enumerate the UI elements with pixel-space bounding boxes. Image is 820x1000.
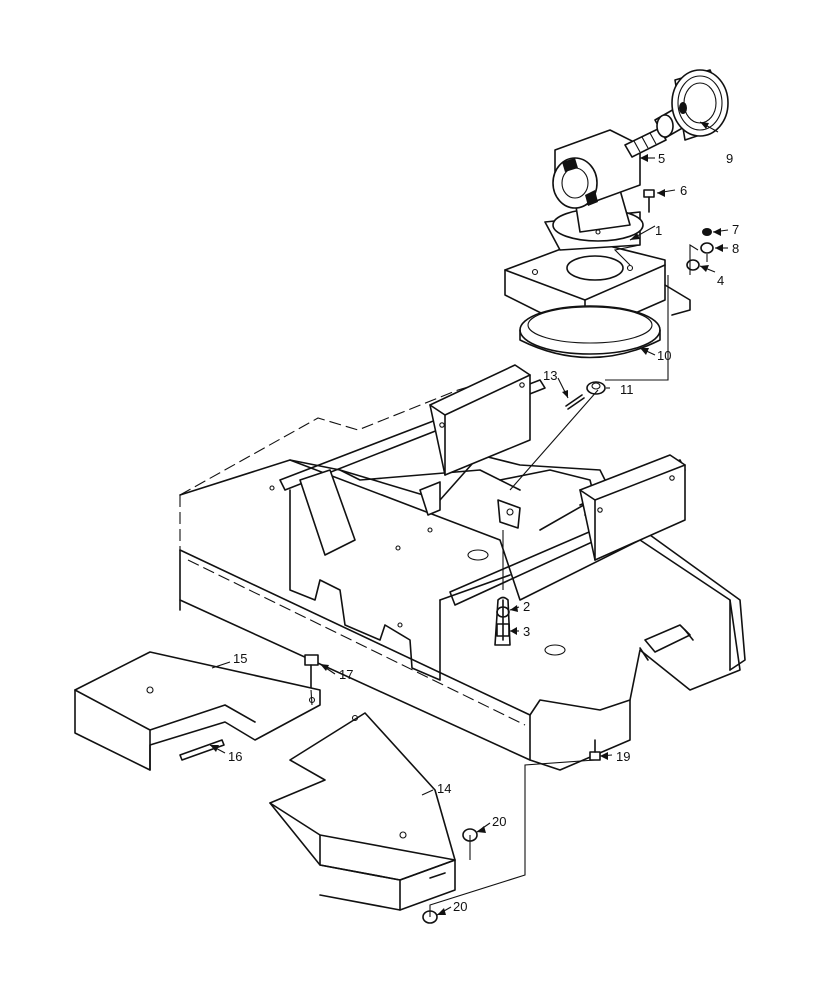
callout-13: 13 [543,368,557,383]
callout-14: 14 [437,781,451,796]
callout-9: 9 [726,151,733,166]
callout-labels: 1 2 3 4 5 6 7 8 9 10 11 13 14 15 16 17 1… [228,151,739,914]
callout-20-lower: 20 [453,899,467,914]
callout-6: 6 [680,183,687,198]
guard-14 [269,712,456,911]
gearbox [544,127,667,251]
mower-pulley [519,305,661,359]
mower-deck [179,364,746,771]
callout-5: 5 [658,151,665,166]
callout-2: 2 [523,599,530,614]
callout-15: 15 [233,651,247,666]
callout-11: 11 [620,382,634,397]
callout-arrows [209,121,729,916]
leader-lines [310,244,699,917]
guard-15 [74,651,321,771]
callout-20-upper: 20 [492,814,506,829]
callout-19: 19 [616,749,630,764]
callout-1: 1 [655,223,662,238]
callout-8: 8 [732,241,739,256]
drive-shaft-pulley [654,69,729,141]
callout-7: 7 [732,222,739,237]
callout-17: 17 [339,667,353,682]
callout-4: 4 [717,273,724,288]
callout-16: 16 [228,749,242,764]
callout-10: 10 [657,348,671,363]
callout-3: 3 [523,624,530,639]
